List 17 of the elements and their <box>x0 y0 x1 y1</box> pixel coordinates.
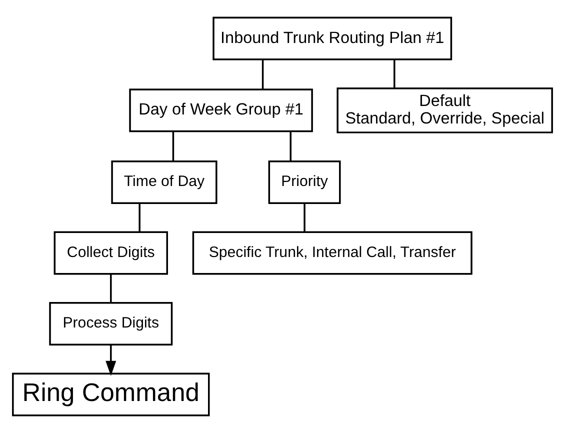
node-box: Priority <box>268 160 341 204</box>
arrow <box>106 344 116 376</box>
connector <box>138 204 140 232</box>
connector <box>290 132 292 162</box>
node-box: Specific Trunk, Internal Call, Transfer <box>192 231 472 275</box>
connector <box>172 132 174 162</box>
connector <box>262 60 264 90</box>
node-box: Day of Week Group #1 <box>129 88 313 132</box>
connector <box>110 274 112 303</box>
node-box: Default Standard, Override, Special <box>336 88 553 134</box>
node-box: Process Digits <box>49 302 173 346</box>
connector <box>304 204 306 232</box>
node-box: Inbound Trunk Routing Plan #1 <box>212 16 452 60</box>
node-box: Time of Day <box>111 160 218 204</box>
connector <box>394 60 396 88</box>
node-box: Ring Command <box>12 372 210 416</box>
node-box: Collect Digits <box>54 231 168 275</box>
